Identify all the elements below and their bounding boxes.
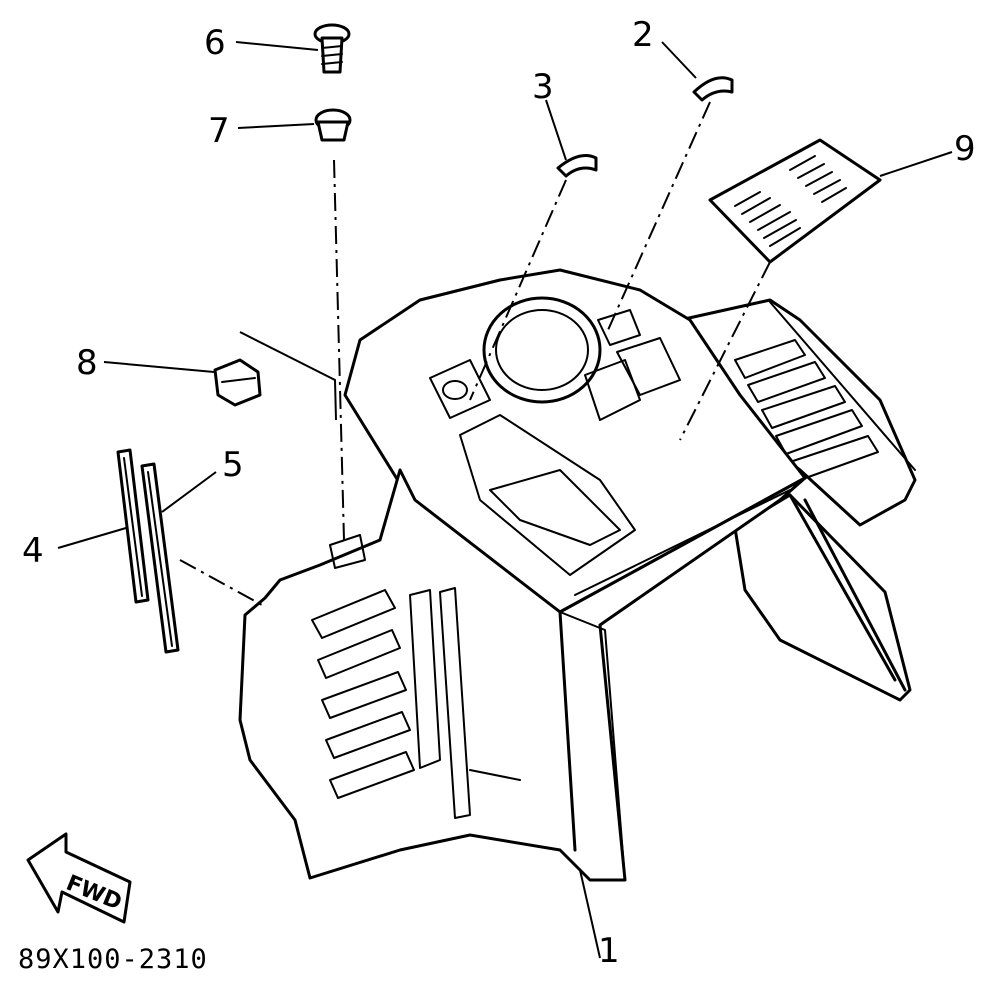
front-panel-part-1 bbox=[238, 268, 917, 882]
strip-part-5 bbox=[140, 462, 180, 654]
callout-4: 4 bbox=[22, 531, 44, 571]
callout-2: 2 bbox=[632, 15, 654, 55]
callout-8: 8 bbox=[76, 343, 98, 383]
callout-1: 1 bbox=[598, 931, 620, 971]
strip-part-4 bbox=[116, 448, 150, 604]
forward-direction-arrow: FWD bbox=[26, 832, 132, 924]
screw-part-6 bbox=[313, 23, 351, 74]
clip-part-2 bbox=[692, 76, 734, 102]
callout-7: 7 bbox=[208, 111, 230, 151]
label-part-9 bbox=[708, 138, 882, 264]
callout-6: 6 bbox=[204, 23, 226, 63]
diagram-part-code: 89X100-2310 bbox=[18, 944, 208, 975]
callout-5: 5 bbox=[222, 445, 244, 485]
grommet-part-8 bbox=[213, 358, 262, 407]
callout-numbers: 1 2 3 4 5 6 7 8 9 bbox=[22, 15, 976, 971]
callout-3: 3 bbox=[532, 67, 554, 107]
nut-part-7 bbox=[314, 108, 352, 142]
leader-lines bbox=[57, 41, 953, 959]
left-vent-slots bbox=[311, 589, 415, 799]
clip-part-3 bbox=[556, 154, 598, 178]
callout-9: 9 bbox=[954, 129, 976, 169]
